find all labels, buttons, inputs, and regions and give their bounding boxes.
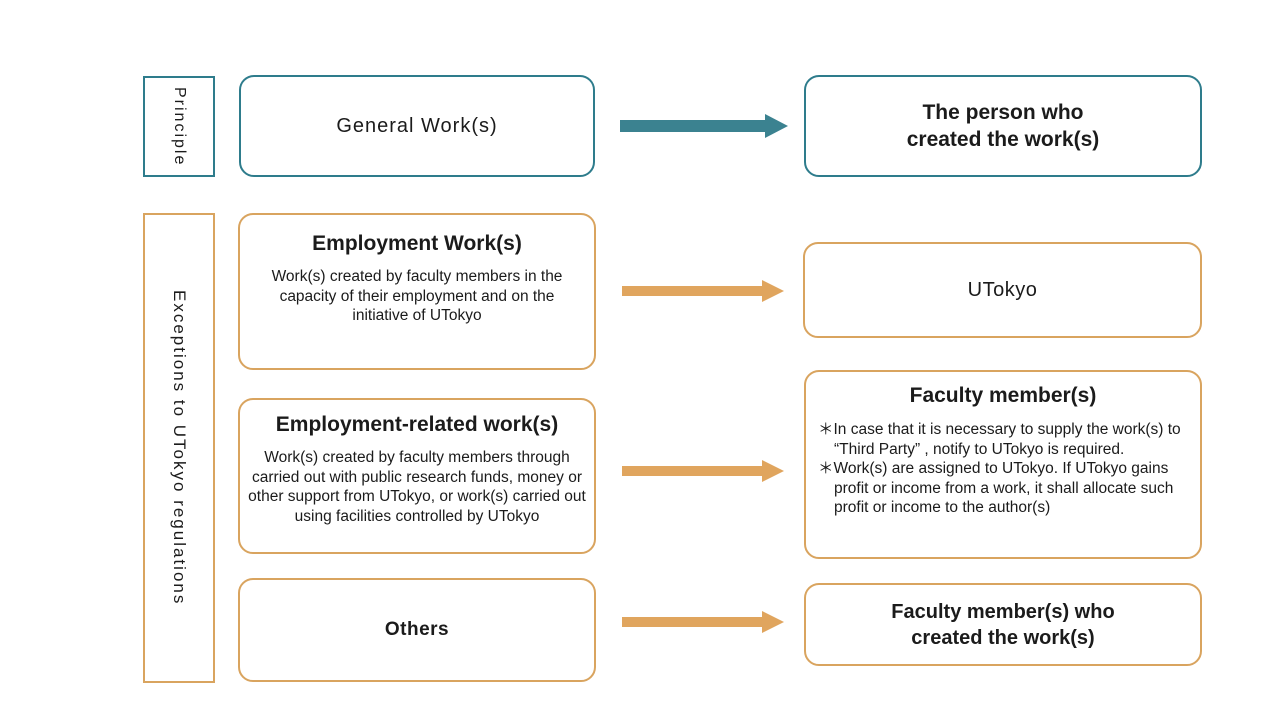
faculty-members-notes: ＊In case that it is necessary to supply …: [818, 420, 1188, 518]
principle-section-label: Principle: [143, 76, 215, 177]
person-created-box: The person who created the work(s): [804, 75, 1202, 177]
faculty-members-box: Faculty member(s) ＊In case that it is ne…: [804, 370, 1202, 559]
faculty-creator-line1: Faculty member(s) who: [891, 600, 1115, 623]
others-title: Others: [384, 619, 450, 640]
employment-works-title: Employment Work(s): [312, 232, 522, 255]
general-works-title: General Work(s): [336, 114, 498, 137]
general-works-box: General Work(s): [239, 75, 595, 177]
arrow-related-to-faculty: [622, 460, 784, 482]
faculty-creator-box: Faculty member(s) who created the work(s…: [804, 583, 1202, 666]
utokyo-title: UTokyo: [967, 278, 1038, 301]
others-box: Others: [238, 578, 596, 682]
exceptions-section-label: Exceptions to UTokyo regulations: [143, 213, 215, 683]
person-created-line2: created the work(s): [906, 128, 1100, 151]
employment-works-box: Employment Work(s) Work(s) created by fa…: [238, 213, 596, 370]
faculty-creator-line2: created the work(s): [911, 626, 1095, 649]
arrow-employment-to-utokyo: [622, 280, 784, 302]
employment-works-body: Work(s) created by faculty members in th…: [271, 268, 563, 324]
faculty-note-supply: ＊In case that it is necessary to supply …: [818, 421, 1181, 458]
employment-related-box: Employment-related work(s) Work(s) creat…: [238, 398, 596, 554]
exceptions-label-text: Exceptions to UTokyo regulations: [170, 290, 189, 606]
faculty-note-assignment: ＊Work(s) are assigned to UTokyo. If UTok…: [818, 460, 1174, 516]
principle-label-text: Principle: [171, 86, 188, 167]
arrow-general-to-person: [620, 114, 788, 138]
arrow-others-to-faculty-creator: [622, 611, 784, 633]
faculty-members-title: Faculty member(s): [909, 384, 1097, 407]
employment-related-body: Work(s) created by faculty members throu…: [248, 449, 586, 525]
employment-related-title: Employment-related work(s): [275, 413, 559, 436]
person-created-line1: The person who: [922, 101, 1084, 124]
utokyo-box: UTokyo: [803, 242, 1202, 338]
